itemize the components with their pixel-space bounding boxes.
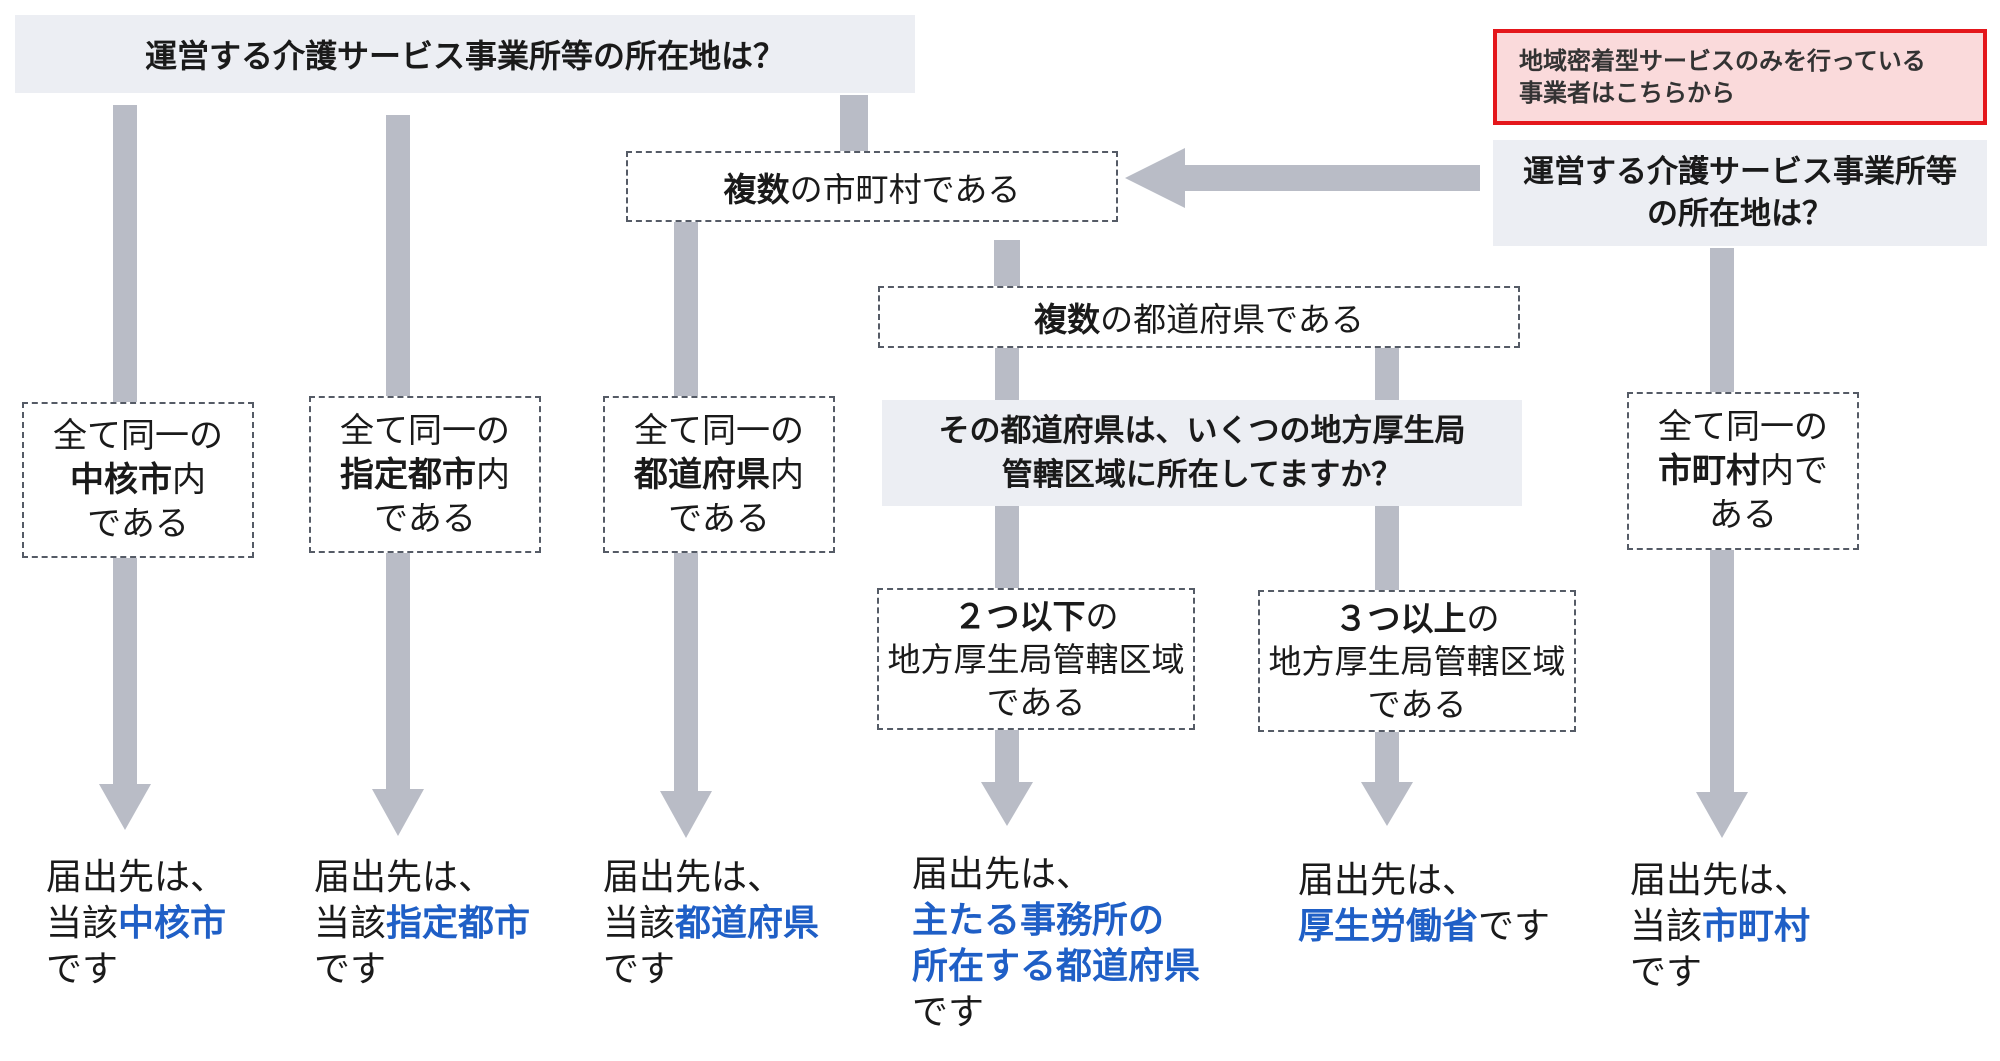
multi-prefecture-rest: の都道府県である: [1100, 300, 1364, 339]
result-main-office-end: です: [912, 992, 985, 1033]
cond-two-or-less-suffix: の: [1085, 596, 1119, 636]
cond-municipality-bold: 市町村: [1658, 451, 1760, 491]
cond-prefecture-box: 全て同一の 都道府県内 である: [603, 396, 835, 553]
multi-municipality-box: 複数の市町村である: [626, 151, 1118, 222]
cond-two-or-less-bold: ２つ以下: [953, 596, 1086, 636]
result-designated-city: 届出先は、 当該指定都市 です: [314, 855, 530, 993]
cond-designated-city-box: 全て同一の 指定都市内 である: [309, 396, 541, 553]
result-municipality-line1: 届出先は、: [1630, 860, 1811, 901]
arrowhead-designated-city: [372, 789, 424, 836]
result-municipality-prefix: 当該: [1630, 906, 1703, 947]
arrowhead-core-city: [99, 784, 151, 830]
multi-municipality-bold: 複数: [723, 169, 790, 209]
cond-prefecture-line1: 全て同一の: [634, 410, 804, 451]
cond-designated-city-suffix: 内: [476, 454, 510, 495]
right-question-line-1: 運営する介護サービス事業所等: [1523, 154, 1957, 190]
result-prefecture-prefix: 当該: [603, 903, 676, 944]
cond-core-city-line3: である: [87, 504, 189, 544]
cond-municipality-box: 全て同一の 市町村内で ある: [1627, 392, 1859, 550]
cond-prefecture-line3: である: [668, 498, 770, 539]
local-service-notice[interactable]: 地域密着型サービスのみを行っている 事業者はこちらから: [1493, 29, 1987, 125]
result-designated-city-end: です: [314, 949, 387, 990]
cond-three-or-more-line2: 地方厚生局管轄区域: [1268, 641, 1566, 681]
multi-prefecture-box: 複数の都道府県である: [878, 286, 1520, 348]
cond-two-or-less-line3: である: [986, 682, 1086, 722]
connector-top-to-multi: [840, 95, 868, 153]
result-designated-city-line1: 届出先は、: [314, 857, 495, 898]
result-designated-city-highlight: 指定都市: [386, 903, 531, 944]
cond-two-or-less-line2: 地方厚生局管轄区域: [887, 639, 1185, 679]
result-core-city-line1: 届出先は、: [46, 857, 227, 898]
notice-line-1: 地域密着型サービスのみを行っている: [1519, 47, 1926, 75]
bureau-question-line-1: その都道府県は、いくつの地方厚生局: [938, 413, 1466, 449]
connector-multi-to-pref: [994, 240, 1020, 288]
multi-prefecture-bold: 複数: [1034, 300, 1101, 339]
result-main-office: 届出先は、 主たる事務所の 所在する都道府県 です: [912, 852, 1200, 1036]
bureau-question-box: その都道府県は、いくつの地方厚生局 管轄区域に所在してますか？: [882, 400, 1522, 506]
result-prefecture-line1: 届出先は、: [603, 857, 784, 898]
cond-two-or-less-box: ２つ以下の 地方厚生局管轄区域 である: [877, 588, 1195, 730]
result-core-city-highlight: 中核市: [118, 903, 227, 944]
cond-three-or-more-line3: である: [1367, 684, 1467, 724]
cond-three-or-more-suffix: の: [1466, 598, 1500, 638]
cond-core-city-bold: 中核市: [70, 460, 172, 500]
cond-three-or-more-box: ３つ以上の 地方厚生局管轄区域 である: [1258, 590, 1576, 732]
result-prefecture: 届出先は、 当該都道府県 です: [603, 855, 819, 993]
result-municipality-end: です: [1630, 952, 1703, 993]
notice-line-2: 事業者はこちらから: [1519, 79, 1735, 107]
result-main-office-highlight1: 主たる事務所の: [912, 900, 1165, 941]
cond-designated-city-line3: である: [374, 498, 476, 539]
arrowhead-two-or-less: [981, 782, 1033, 826]
result-main-office-line1: 届出先は、: [912, 854, 1093, 895]
cond-prefecture-suffix: 内: [770, 454, 804, 495]
bureau-question-line-2: 管轄区域に所在してますか？: [1001, 457, 1403, 493]
multi-municipality-rest: の市町村である: [789, 169, 1021, 209]
cond-core-city-line1: 全て同一の: [53, 416, 223, 456]
right-question-line-2: の所在地は？: [1647, 196, 1833, 232]
result-mhlw: 届出先は、 厚生労働省です: [1298, 858, 1550, 950]
cond-three-or-more-bold: ３つ以上: [1334, 598, 1467, 638]
result-municipality: 届出先は、 当該市町村 です: [1630, 858, 1810, 996]
cond-prefecture-bold: 都道府県: [634, 454, 770, 495]
cond-core-city-suffix: 内: [172, 460, 206, 500]
cond-municipality-line3: ある: [1709, 495, 1777, 535]
arrowhead-left: [1125, 148, 1185, 208]
arrowhead-prefecture: [660, 791, 712, 838]
result-mhlw-highlight: 厚生労働省: [1298, 906, 1479, 947]
arrowhead-three-or-more: [1361, 782, 1413, 826]
cond-municipality-line1: 全て同一の: [1658, 407, 1828, 447]
cond-municipality-suffix: 内で: [1760, 451, 1828, 491]
result-prefecture-highlight: 都道府県: [675, 903, 820, 944]
right-question-box: 運営する介護サービス事業所等 の所在地は？: [1493, 140, 1987, 246]
result-municipality-highlight: 市町村: [1702, 906, 1811, 947]
top-question-box: 運営する介護サービス事業所等の所在地は？: [15, 15, 915, 93]
cond-designated-city-bold: 指定都市: [340, 454, 476, 495]
result-prefecture-end: です: [603, 949, 676, 990]
result-core-city: 届出先は、 当該中核市 です: [46, 855, 226, 993]
result-mhlw-end: です: [1478, 906, 1551, 947]
result-core-city-end: です: [46, 949, 119, 990]
cond-designated-city-line1: 全て同一の: [340, 410, 510, 451]
result-core-city-prefix: 当該: [46, 903, 119, 944]
result-designated-city-prefix: 当該: [314, 903, 387, 944]
cond-core-city-box: 全て同一の 中核市内 である: [22, 402, 254, 558]
top-question-text: 運営する介護サービス事業所等の所在地は？: [144, 37, 785, 75]
result-main-office-highlight2: 所在する都道府県: [912, 946, 1201, 987]
connector-horizontal: [1180, 165, 1480, 191]
result-mhlw-line1: 届出先は、: [1298, 860, 1479, 901]
arrowhead-municipality: [1696, 792, 1748, 838]
